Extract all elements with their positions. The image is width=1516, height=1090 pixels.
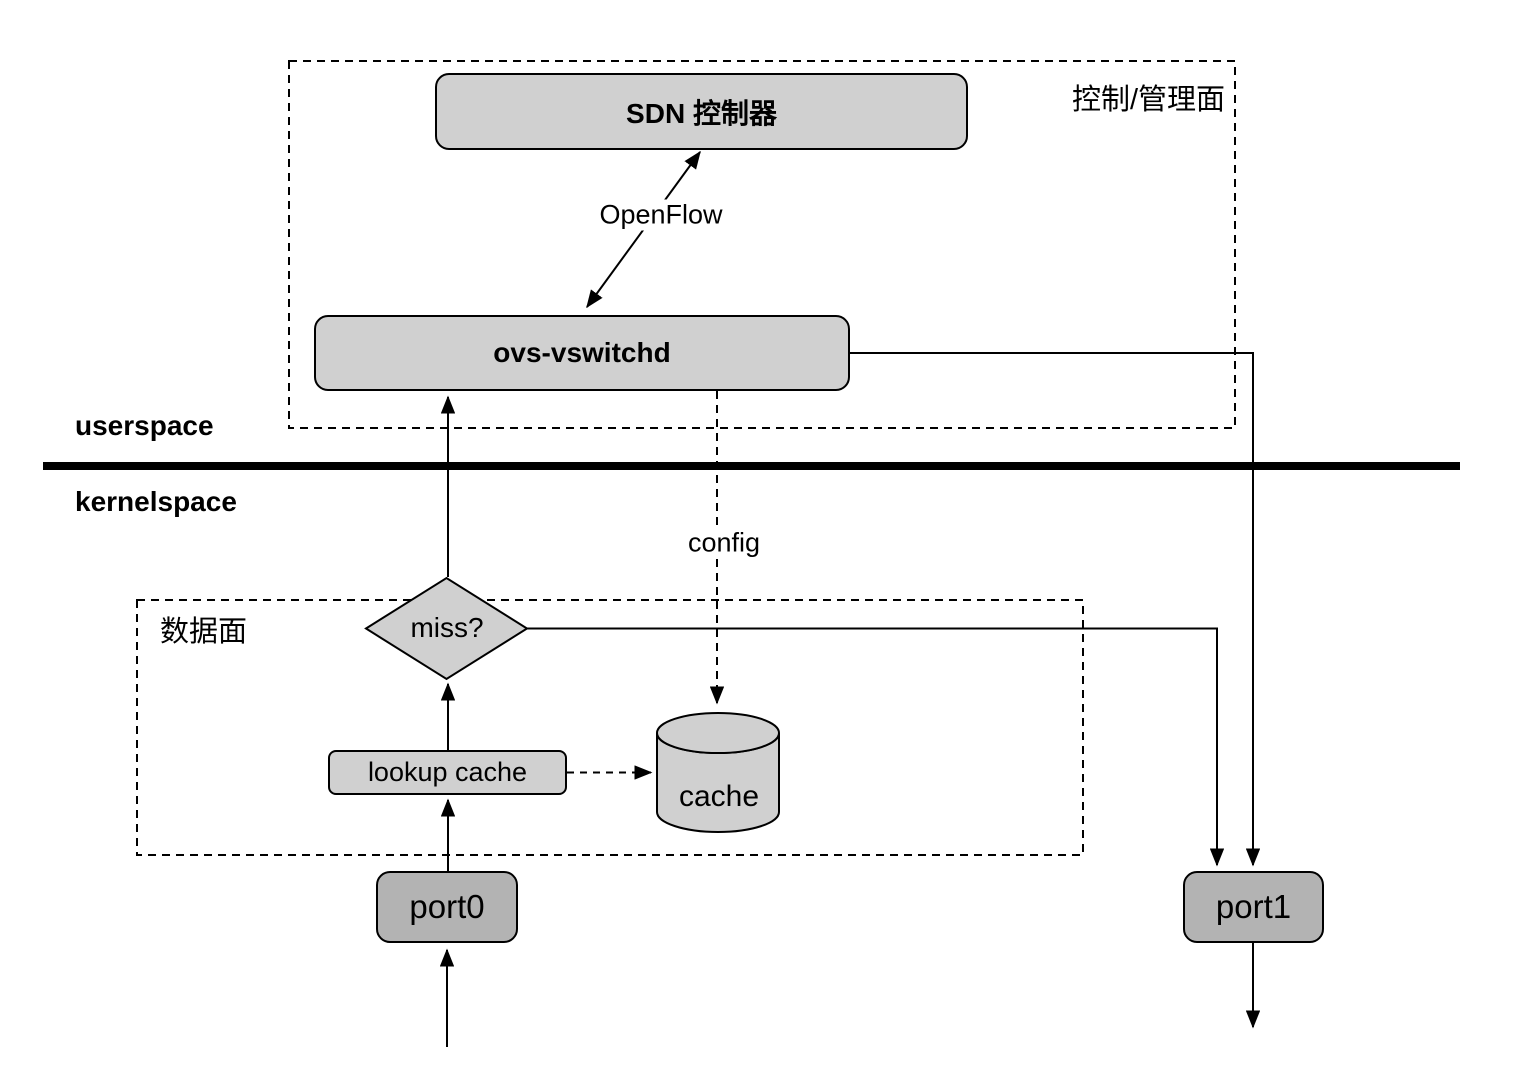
vswitchd-to-port1-connector <box>850 352 1261 867</box>
sdn-controller-node: SDN 控制器 <box>435 73 968 150</box>
openflow-edge-label: OpenFlow <box>594 199 728 231</box>
miss-to-port1-connector <box>527 627 1225 867</box>
miss-decision-label: miss? <box>410 612 484 643</box>
sdn-controller-label: SDN 控制器 <box>626 97 777 129</box>
port0-node: port0 <box>376 871 518 943</box>
cache-label: cache <box>678 780 760 813</box>
data-plane-boundary <box>136 599 1084 856</box>
ovs-vswitchd-node: ovs-vswitchd <box>314 315 850 391</box>
control-plane-label: 控制/管理面 <box>1071 84 1225 116</box>
lookup-cache-label: lookup cache <box>367 757 528 787</box>
data-plane-label: 数据面 <box>160 616 248 648</box>
cache-cylinder <box>656 712 780 833</box>
userspace-label: userspace <box>75 410 214 441</box>
port0-label: port0 <box>409 888 485 925</box>
ovs-vswitchd-label: ovs-vswitchd <box>493 337 671 368</box>
lookup-cache-node: lookup cache <box>328 750 567 795</box>
port1-node: port1 <box>1183 871 1324 943</box>
config-edge-label: config <box>682 527 766 559</box>
kernelspace-label: kernelspace <box>75 486 237 517</box>
miss-decision-diamond <box>364 576 529 681</box>
port1-label: port1 <box>1215 888 1292 925</box>
control-plane-boundary <box>288 60 1236 429</box>
